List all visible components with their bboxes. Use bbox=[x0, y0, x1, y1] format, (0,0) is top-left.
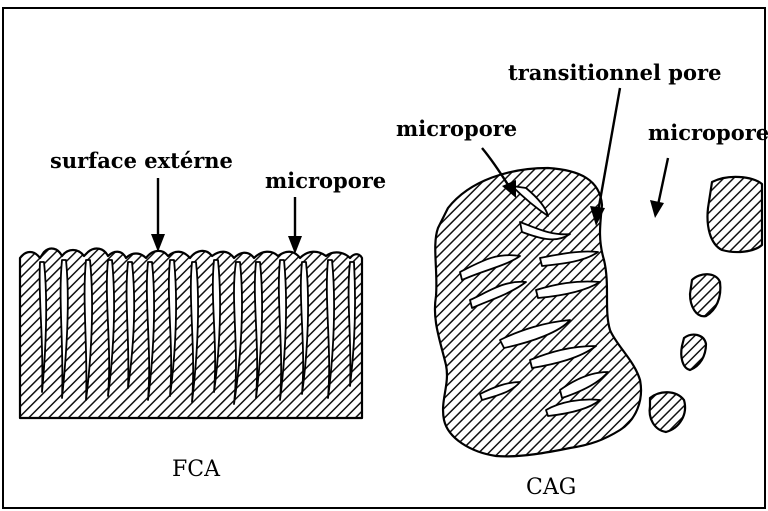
cag-fragment-1 bbox=[708, 177, 762, 252]
label-micropore-right-left: micropore bbox=[396, 116, 517, 141]
arrow-surface-externe bbox=[151, 178, 165, 252]
label-micropore-right-right: micropore bbox=[648, 120, 768, 145]
caption-cag: CAG bbox=[526, 475, 576, 500]
label-surface-externe: surface extérne bbox=[50, 148, 233, 173]
label-micropore-left: micropore bbox=[265, 168, 386, 193]
cag-main-grain bbox=[435, 168, 641, 456]
label-transitionnel-pore: transitionnel pore bbox=[508, 60, 721, 85]
arrow-micropore-left bbox=[288, 197, 302, 254]
arrow-micropore-right-right bbox=[650, 158, 668, 218]
fca-structure bbox=[20, 249, 362, 418]
cag-fragment-2 bbox=[690, 274, 720, 316]
caption-fca: FCA bbox=[172, 457, 221, 482]
cag-fragment-3 bbox=[681, 335, 706, 370]
cag-fragment-4 bbox=[650, 392, 685, 432]
